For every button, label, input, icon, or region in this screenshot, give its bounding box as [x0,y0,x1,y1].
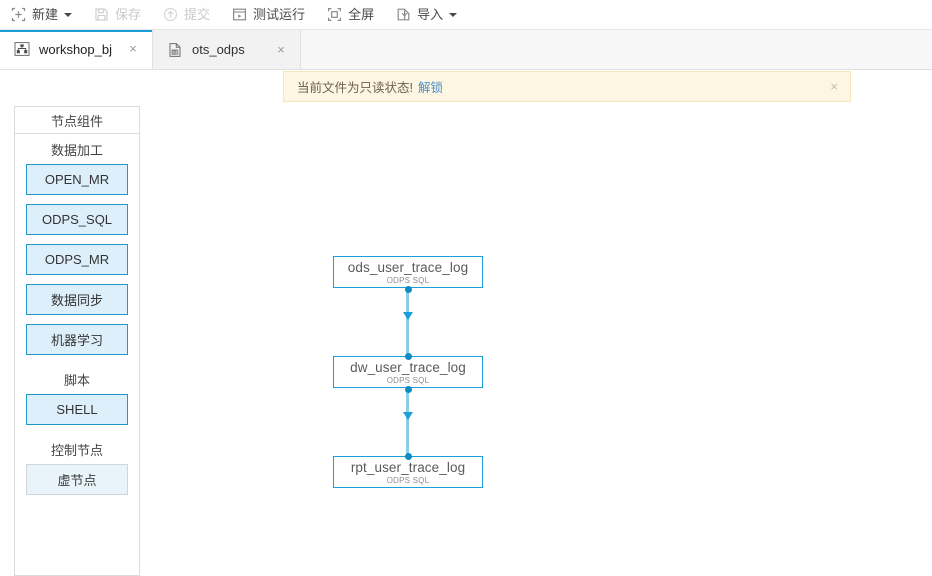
chevron-down-icon [449,12,458,17]
tab-label-ots-odps: ots_odps [192,42,245,57]
palette-group-title-script: 脚本 [63,372,90,388]
workflow-node-rpt-user-trace-log[interactable]: rpt_user_trace_log ODPS SQL [333,453,483,488]
tab-workshop-bj[interactable]: workshop_bj × [0,30,153,69]
tab-label-workshop-bj: workshop_bj [39,41,112,57]
toolbar-button-fullscreen[interactable]: 全屏 [316,0,385,30]
palette-item-virtual-node[interactable]: 虚节点 [26,464,128,495]
toolbar-label-submit: 提交 [184,7,211,22]
toolbar-button-import[interactable]: 导入 [385,0,468,30]
tab-ots-odps[interactable]: sql ots_odps × [153,30,301,69]
sql-file-icon: sql [167,42,183,58]
readonly-notification-bar: 当前文件为只读状态! 解锁 × [283,71,851,102]
node-subtitle: ODPS SQL [386,475,430,485]
close-icon[interactable]: × [830,79,838,94]
toolbar-label-test-run: 测试运行 [253,7,306,22]
node-subtitle: ODPS SQL [386,375,430,385]
palette-group-title-data-processing: 数据加工 [50,142,103,158]
node-title: ods_user_trace_log [347,259,469,275]
toolbar-button-save[interactable]: 保存 [83,0,152,30]
node-subtitle: ODPS SQL [386,275,430,285]
fullscreen-icon [327,7,342,22]
palette-item-odps-sql[interactable]: ODPS_SQL [26,204,128,235]
edge-dw-to-rpt [406,388,409,456]
palette-item-open-mr[interactable]: OPEN_MR [26,164,128,195]
toolbar-label-fullscreen: 全屏 [348,7,375,22]
palette-item-data-sync[interactable]: 数据同步 [26,284,128,315]
palette-item-machine-learning[interactable]: 机器学习 [26,324,128,355]
workflow-icon [14,41,30,57]
save-icon [94,7,109,22]
tab-bar: workshop_bj × sql ots_odps × [0,30,932,70]
toolbar-label-save: 保存 [115,7,142,22]
svg-text:sql: sql [172,49,177,54]
node-input-port[interactable] [405,453,412,460]
chevron-down-icon [64,12,73,17]
toolbar-label-new: 新建 [32,7,59,22]
node-title: rpt_user_trace_log [350,459,466,475]
palette-group-title-control-node: 控制节点 [50,442,103,458]
import-icon [396,7,411,22]
tab-close-icon[interactable]: × [277,41,285,57]
workspace: 当前文件为只读状态! 解锁 × 节点组件 数据加工 OPEN_MR ODPS_S… [0,71,932,576]
test-run-icon [232,7,247,22]
node-output-port[interactable] [405,286,412,293]
workflow-node-ods-user-trace-log[interactable]: ods_user_trace_log ODPS SQL [333,256,483,293]
tab-close-icon[interactable]: × [129,41,137,56]
main-toolbar: 新建 保存 提交 测试运行 [0,0,932,30]
palette-item-odps-mr[interactable]: ODPS_MR [26,244,128,275]
palette-item-shell[interactable]: SHELL [26,394,128,425]
toolbar-button-test-run[interactable]: 测试运行 [221,0,316,30]
workflow-node-dw-user-trace-log[interactable]: dw_user_trace_log ODPS SQL [333,353,483,393]
palette-title: 节点组件 [15,107,139,134]
edge-arrow-icon [402,412,413,420]
toolbar-button-submit[interactable]: 提交 [152,0,221,30]
node-output-port[interactable] [405,386,412,393]
submit-icon [163,7,178,22]
edge-arrow-icon [402,312,413,320]
palette-body: 数据加工 OPEN_MR ODPS_SQL ODPS_MR 数据同步 机器学习 … [15,134,139,495]
toolbar-label-import: 导入 [417,7,444,22]
notification-text: 当前文件为只读状态! [297,81,413,95]
node-title: dw_user_trace_log [350,359,466,375]
edge-ods-to-dw [406,288,409,356]
node-input-port[interactable] [405,353,412,360]
workflow-canvas[interactable]: ods_user_trace_log ODPS SQL dw_user_trac… [150,106,932,516]
unlock-link[interactable]: 解锁 [417,81,443,95]
toolbar-button-new[interactable]: 新建 [0,0,83,30]
new-node-icon [11,7,26,22]
node-component-palette: 节点组件 数据加工 OPEN_MR ODPS_SQL ODPS_MR 数据同步 … [14,106,140,576]
